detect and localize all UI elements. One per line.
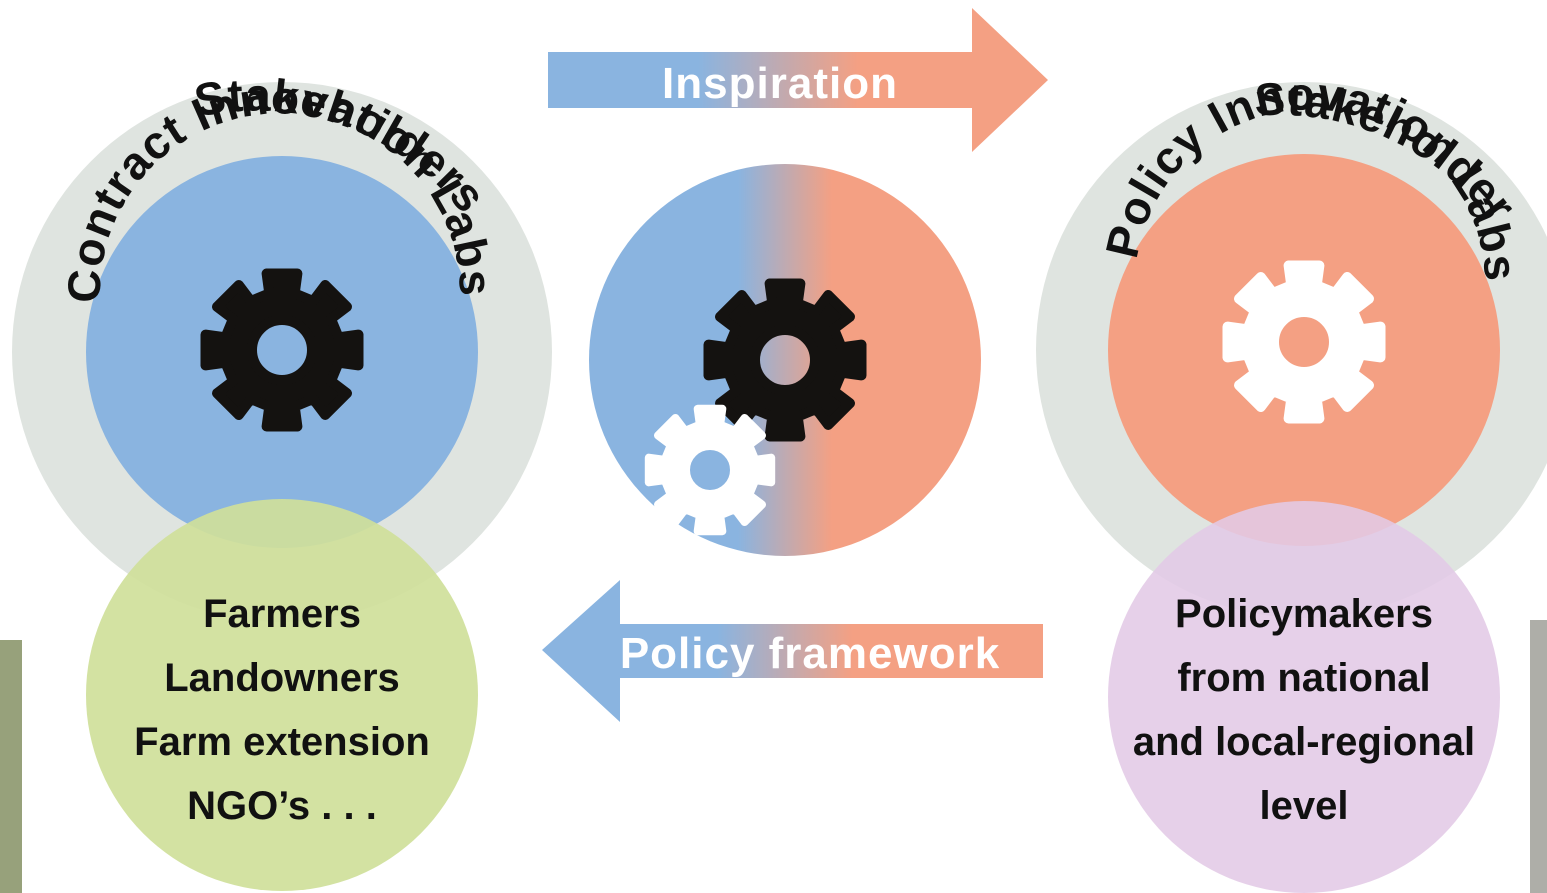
policy-framework-label: Policy framework [620,629,1000,678]
list-item: NGO’s . . . [187,784,377,828]
right-actors-circle [1108,501,1500,893]
policy-framework-arrow: Policy framework [542,580,1043,722]
right-lab [1036,82,1547,893]
list-item: Farmers [203,592,361,636]
right-lab-circle [1108,154,1500,546]
left-lab [12,82,552,891]
gear-icon [200,268,364,432]
left-actors-list: Farmers Landowners Farm extension NGO’s … [134,592,430,828]
list-item: and local-regional [1133,720,1475,764]
list-item: Landowners [164,656,400,700]
photo-fragment-right [1530,620,1547,893]
gear-icon [644,404,776,536]
list-item: level [1260,784,1349,828]
inspiration-arrow: Inspiration [548,8,1048,152]
center-exchange [589,164,981,556]
gear-icon [703,278,867,442]
left-actors-circle [86,499,478,891]
left-lab-circle [86,156,478,548]
gear-icon [1222,260,1386,424]
list-item: from national [1177,656,1430,700]
right-actors-list: Policymakers from national and local-reg… [1133,592,1475,828]
list-item: Policymakers [1175,592,1433,636]
center-circle [589,164,981,556]
inspiration-label: Inspiration [662,59,898,108]
list-item: Farm extension [134,720,430,764]
photo-fragment-left [0,640,22,893]
